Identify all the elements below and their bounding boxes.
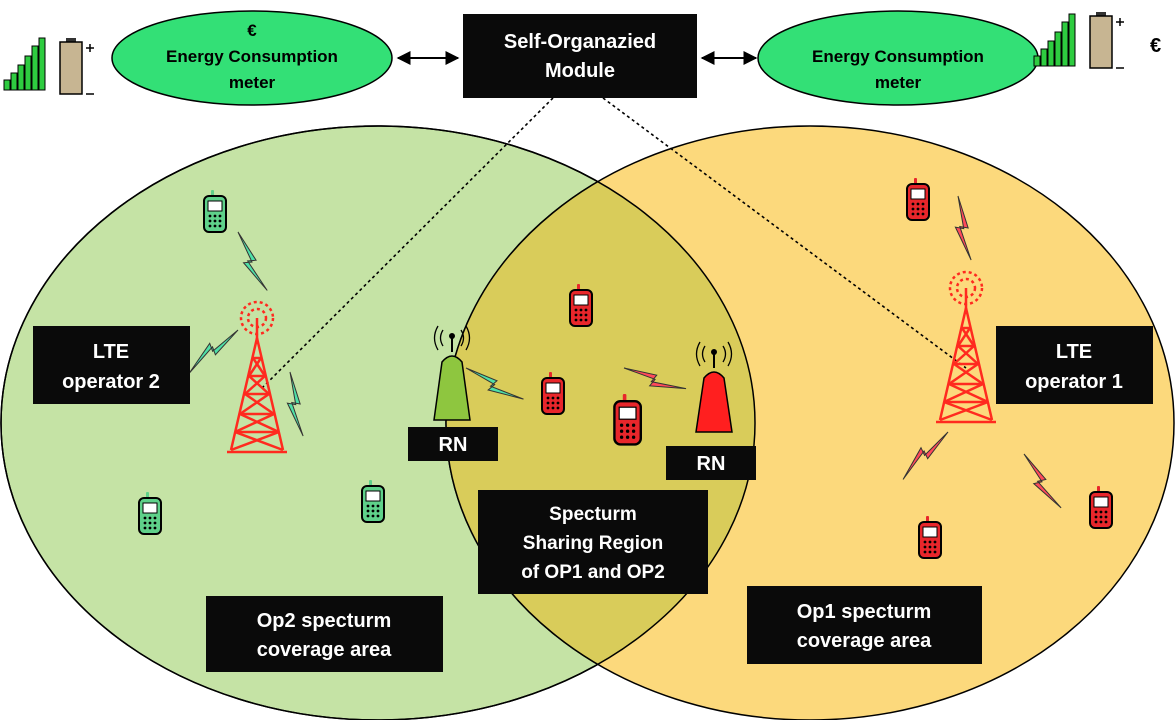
left-battery-icon: [59, 37, 95, 95]
op1-label-box: [996, 326, 1153, 404]
sharing-region-label-box: [478, 490, 708, 594]
op1-coverage-line1: Op1 specturm: [797, 601, 931, 623]
left-signal-icon: [3, 37, 46, 91]
op1-coverage-line2: coverage area: [797, 630, 932, 652]
left-energy-meter: [111, 10, 393, 106]
sharing-region-line3: of OP1 and OP2: [521, 562, 665, 583]
op1-label-line1: LTE: [1056, 341, 1092, 363]
right-relay-label: RN: [697, 453, 726, 475]
op1-label-line2: operator 1: [1025, 371, 1123, 393]
op2-coverage-line1: Op2 specturm: [257, 610, 391, 632]
phone-op2-bottom-right-icon: [361, 479, 385, 523]
right-meter-currency: €: [1150, 35, 1161, 57]
red-relay-node-icon: [695, 341, 733, 433]
right-meter-line1: Energy Consumption: [812, 47, 984, 66]
sharing-region-line2: Sharing Region: [523, 533, 663, 554]
phone-op1-bottom-icon: [918, 515, 942, 559]
right-meter-line2: meter: [875, 73, 922, 92]
module-label-line2: Module: [545, 60, 615, 82]
green-relay-node-icon: [433, 325, 471, 421]
phone-op1-right-icon: [1089, 485, 1113, 529]
op1-coverage-label-box: [747, 586, 982, 664]
op2-label-box: [33, 326, 190, 404]
self-organized-module: [463, 14, 697, 98]
phone-shared-top-icon: [569, 283, 593, 327]
left-meter-line2: meter: [229, 73, 276, 92]
left-relay-label-box: [408, 427, 498, 461]
right-signal-icon: [1033, 13, 1076, 67]
phone-op1-top-icon: [906, 177, 930, 221]
op2-label-line2: operator 2: [62, 371, 160, 393]
phone-op2-top-icon: [203, 189, 227, 233]
module-label-line1: Self-Organazied: [504, 31, 656, 53]
phone-shared-large-icon: [613, 392, 642, 446]
phone-shared-mid-icon: [541, 371, 565, 415]
right-relay-label-box: [666, 446, 756, 480]
left-meter-line1: Energy Consumption: [166, 47, 338, 66]
phone-op2-bottom-left-icon: [138, 491, 162, 535]
op2-coverage-line2: coverage area: [257, 639, 392, 661]
left-meter-currency: €: [247, 21, 257, 40]
right-battery-icon: [1089, 11, 1125, 69]
op2-coverage-outline: [0, 125, 756, 720]
left-relay-label: RN: [439, 434, 468, 456]
control-link-op2: [261, 97, 554, 389]
op2-coverage-label-box: [206, 596, 443, 672]
sharing-region-line1: Specturm: [549, 504, 637, 525]
op2-label-line1: LTE: [93, 341, 129, 363]
